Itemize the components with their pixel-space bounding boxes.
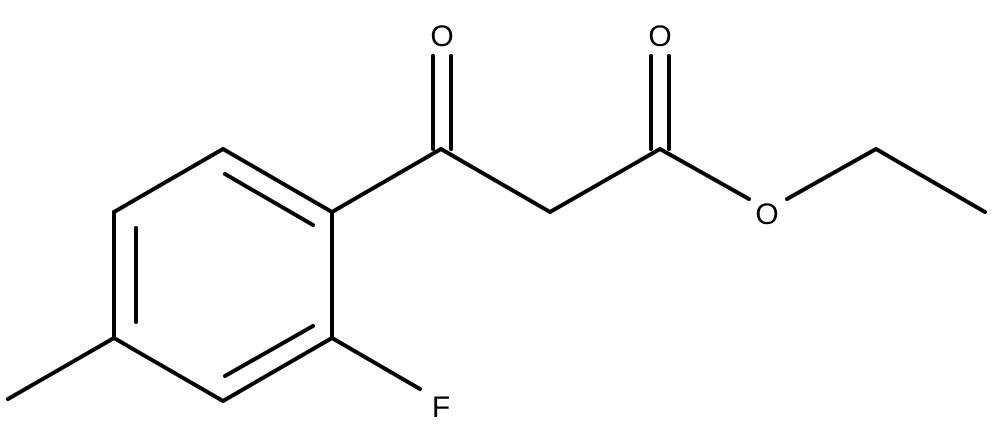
fluorine-bond: [330, 336, 422, 391]
fluorine-label: F: [432, 391, 450, 424]
ethoxy-bond: [785, 147, 878, 201]
ketone-methylene-bond: [439, 147, 552, 214]
ring-bond-c5-c6: [112, 147, 225, 214]
ethyl-bond: [874, 147, 987, 214]
ring-bond-c2-c3: [221, 336, 334, 403]
methylene-ester-bond: [548, 147, 662, 214]
ring-bond-c3-c4: [112, 336, 225, 403]
ester-carbonyl-oxygen-label: O: [648, 20, 671, 53]
ester-single-bond: [658, 147, 751, 201]
ring-bond-c6-c1: [221, 147, 334, 214]
methyl-bond: [6, 336, 116, 401]
ring-inner-bond-c6-c1: [223, 172, 315, 227]
ester-oxygen-label: O: [755, 198, 778, 231]
ring-inner-bond-c2-c3: [223, 324, 315, 378]
aryl-ketone-bond: [330, 147, 443, 214]
ketone-oxygen-label: O: [430, 20, 453, 53]
